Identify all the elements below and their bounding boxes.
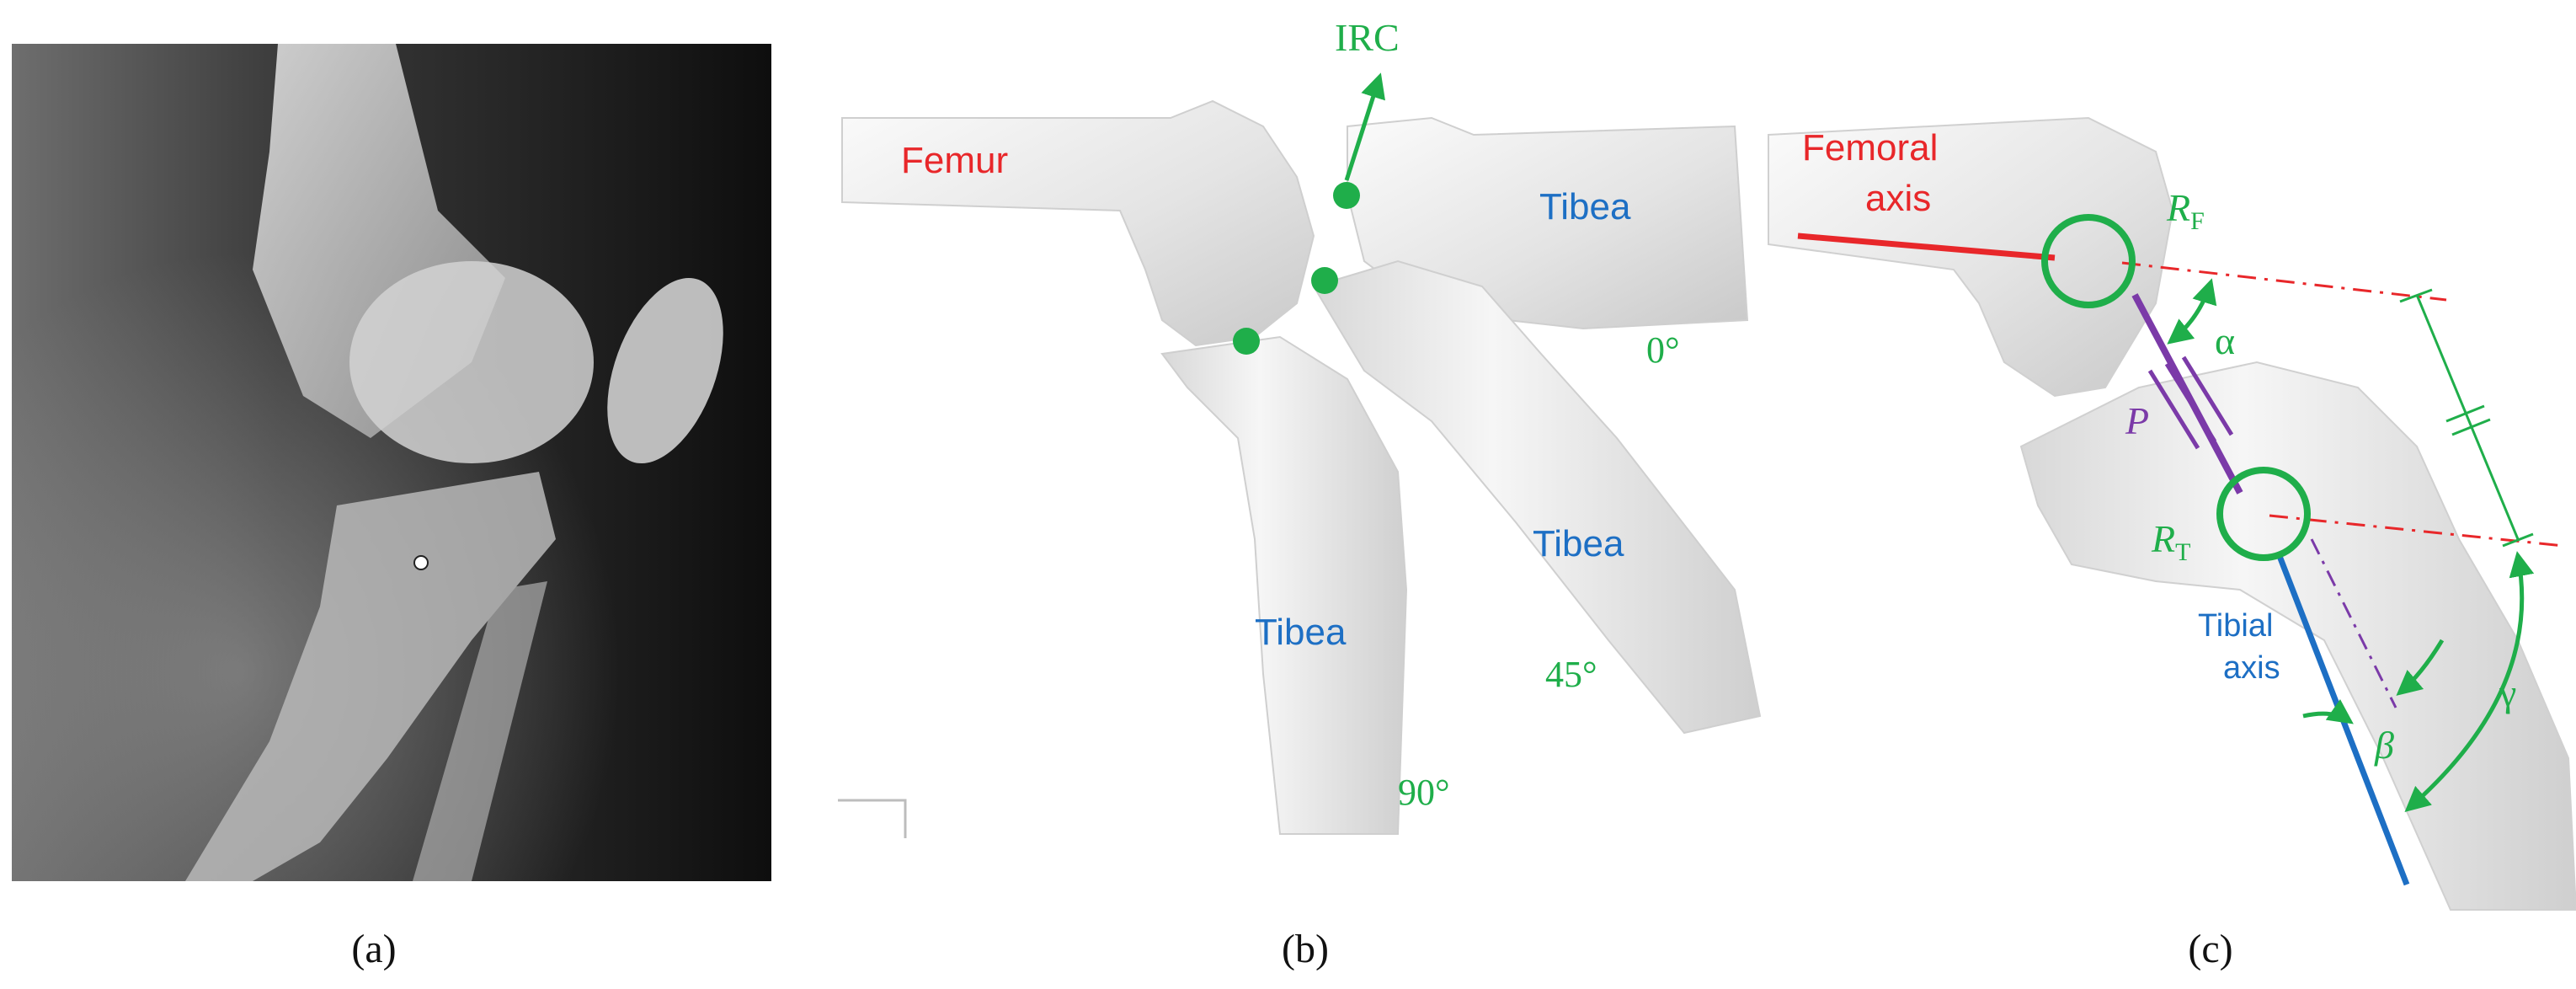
tibea-45-label: Tibea bbox=[1533, 523, 1624, 564]
tibea-90-bone bbox=[1160, 335, 1408, 835]
angle-0-label: 0° bbox=[1646, 329, 1680, 371]
angle-90-label: 90° bbox=[1398, 772, 1450, 813]
panel-a: (a) bbox=[12, 44, 771, 971]
alpha-label: α bbox=[2215, 319, 2235, 362]
rt-label: RT bbox=[2151, 517, 2190, 566]
femur-bone-c bbox=[1768, 116, 2174, 398]
irc-point-45 bbox=[1311, 267, 1338, 294]
rf-label: RF bbox=[2166, 186, 2205, 235]
irc-markers bbox=[1233, 72, 1385, 355]
caption-a: (a) bbox=[351, 927, 396, 971]
angle-45-label: 45° bbox=[1545, 654, 1597, 695]
tibea-45-bone bbox=[1312, 259, 1762, 735]
panel-c: Femoral axis RF α P RT Tibial axis β γ (… bbox=[1768, 116, 2576, 971]
xray-image bbox=[12, 44, 771, 881]
femur-label: Femur bbox=[901, 140, 1008, 181]
irc-label: IRC bbox=[1335, 16, 1400, 59]
alpha-arrow bbox=[2167, 278, 2217, 345]
femoral-axis-line bbox=[1797, 233, 2056, 261]
femur-bone bbox=[841, 99, 1315, 347]
irc-arrow bbox=[1344, 72, 1385, 181]
rf-circle bbox=[2041, 214, 2136, 308]
tibea-90-label: Tibea bbox=[1255, 612, 1347, 653]
irc-point-0 bbox=[1333, 182, 1360, 209]
tibial-axis-label-1: Tibial bbox=[2198, 608, 2273, 644]
beta-label: β bbox=[2374, 724, 2394, 767]
caption-c: (c) bbox=[2188, 927, 2232, 971]
p-label: P bbox=[2125, 399, 2149, 442]
parallel-distance-bracket bbox=[2399, 288, 2534, 548]
gamma-arrow bbox=[2404, 551, 2535, 812]
femoral-axis-label-2: axis bbox=[1865, 178, 1931, 219]
patellar-reference-line bbox=[2310, 538, 2397, 708]
irc-point-90 bbox=[1233, 328, 1260, 355]
tibial-axis-label-2: axis bbox=[2223, 650, 2280, 686]
link-p bbox=[2131, 293, 2243, 494]
gamma-label: γ bbox=[2499, 671, 2516, 714]
caption-b: (b) bbox=[1282, 927, 1329, 971]
rt-circle bbox=[2216, 467, 2311, 561]
panel-b: IRC Femur Tibea 0° Tibea 45° Tibea 90° (… bbox=[838, 16, 1762, 971]
femoral-axis-label-1: Femoral bbox=[1802, 127, 1938, 168]
femoral-axis-extension bbox=[2121, 261, 2447, 302]
tibia-bone-c bbox=[2019, 361, 2576, 911]
tibea-0-label: Tibea bbox=[1539, 186, 1631, 227]
beta-arrow-left bbox=[2302, 698, 2354, 724]
